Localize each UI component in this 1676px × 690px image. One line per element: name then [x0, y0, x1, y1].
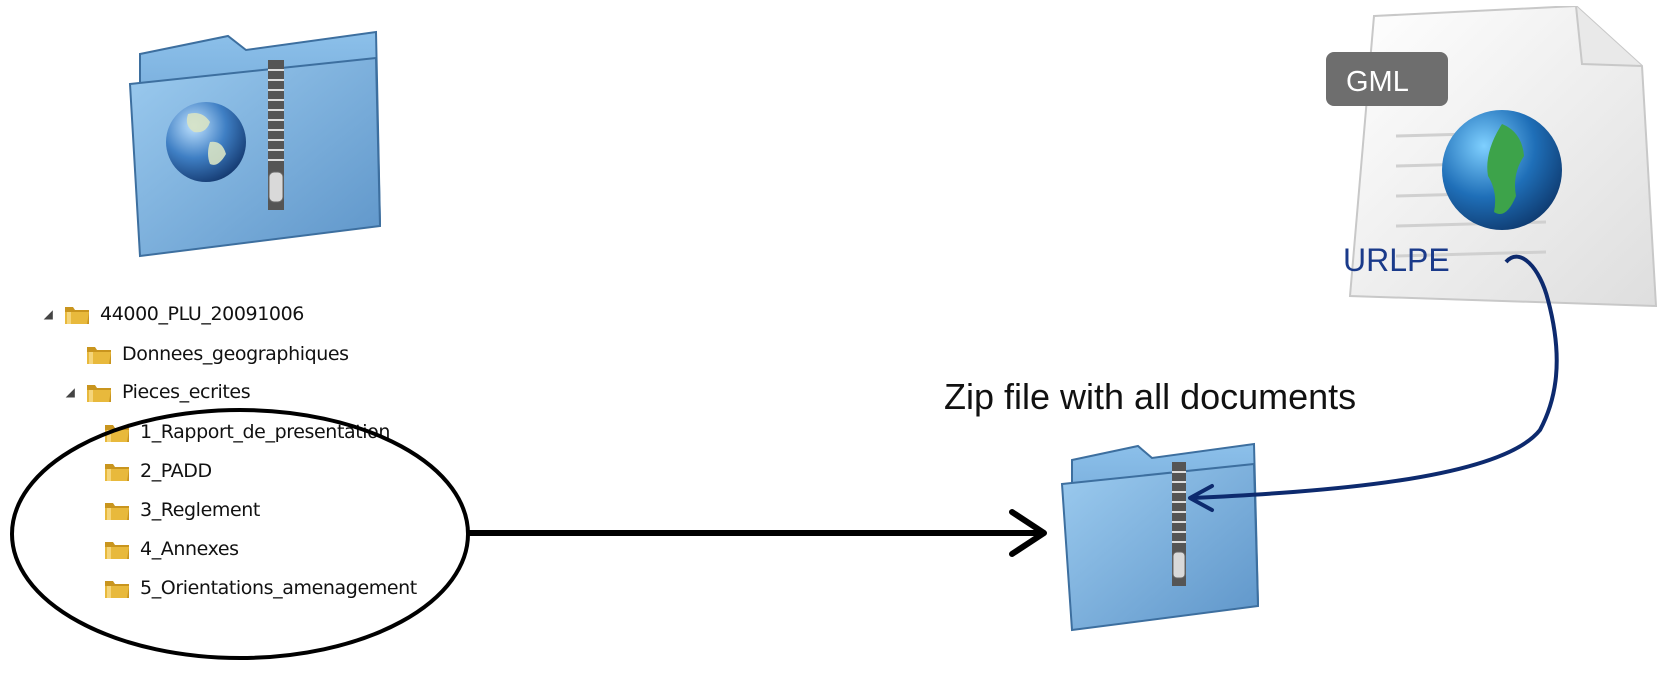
tree-root-label: 44000_PLU_20091006	[100, 303, 304, 325]
tree-subitem-5[interactable]: 5_Orientations_amenagement	[82, 572, 417, 604]
top-zip-folder-globe	[118, 14, 388, 264]
tree-item-label: Donnees_geographiques	[122, 343, 349, 365]
folder-icon	[104, 577, 130, 599]
collapse-arrow-icon[interactable]: ◢	[65, 385, 75, 399]
gml-file	[1326, 4, 1672, 316]
tree-item-label: Pieces_ecrites	[122, 381, 251, 403]
zip-folder-icon	[1060, 442, 1260, 632]
folder-icon	[104, 538, 130, 560]
tree-subitem-label: 3_Reglement	[140, 499, 260, 521]
folder-icon	[86, 343, 112, 365]
urlpe-label: URLPE	[1343, 242, 1450, 278]
zip-folder-globe-icon	[128, 30, 382, 258]
tree-subitem-label: 5_Orientations_amenagement	[140, 577, 417, 599]
gml-tag-label: GML	[1346, 66, 1409, 98]
tree-subitem-1[interactable]: 1_Rapport_de_presentation	[82, 416, 390, 448]
tree-subitem-label: 4_Annexes	[140, 538, 239, 560]
folder-icon	[64, 303, 90, 325]
zip-caption: Zip file with all documents	[944, 376, 1357, 417]
target-zip-folder	[1054, 432, 1266, 636]
folder-icon	[104, 460, 130, 482]
tree-item-pieces[interactable]: ◢ Pieces_ecrites	[64, 376, 251, 408]
tree-subitem-2[interactable]: 2_PADD	[82, 455, 212, 487]
collapse-arrow-icon[interactable]: ◢	[43, 307, 53, 321]
folder-icon	[104, 499, 130, 521]
tree-subitem-4[interactable]: 4_Annexes	[82, 533, 239, 565]
gml-file-icon	[1326, 4, 1658, 308]
tree-item-donnees[interactable]: Donnees_geographiques	[64, 338, 349, 370]
tree-subitem-label: 2_PADD	[140, 460, 212, 482]
tree-subitem-label: 1_Rapport_de_presentation	[140, 421, 391, 443]
tree-root-row[interactable]: ◢ 44000_PLU_20091006	[42, 298, 305, 330]
tree-subitem-3[interactable]: 3_Reglement	[82, 494, 260, 526]
folder-icon	[86, 381, 112, 403]
